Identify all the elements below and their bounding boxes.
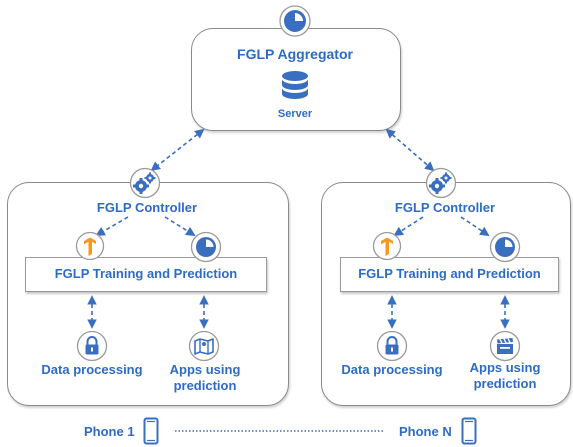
phone-n-box (321, 182, 571, 406)
link-controller-tensorflow-n (393, 216, 424, 237)
pie-chart-icon (190, 231, 222, 263)
tensorflow-icon (372, 231, 402, 261)
phone-n-data-processing-label: Data processing (341, 362, 443, 377)
phone-1-box (7, 182, 289, 406)
lock-icon (76, 330, 108, 362)
phone-1-apps-label-line2: prediction (173, 378, 237, 393)
smartphone-icon (461, 417, 477, 445)
phone-n-apps-label-line1: Apps using (469, 360, 541, 375)
smartphone-icon (143, 417, 159, 445)
phone-1-training-title: FGLP Training and Prediction (54, 266, 238, 281)
phone-1-controller-title: FGLP Controller (96, 200, 198, 215)
link-aggregator-phone-n (385, 128, 435, 172)
link-controller-piechart-1 (164, 216, 196, 237)
phone-n-label: Phone N (399, 424, 452, 439)
server-label: Server (277, 108, 313, 120)
phone-n-training-box (340, 257, 559, 292)
tensorflow-icon (75, 231, 105, 261)
pie-chart-icon (489, 231, 521, 263)
phone-1-training-box (25, 257, 267, 292)
phone-n-controller-title: FGLP Controller (394, 200, 496, 215)
phone-1-data-processing-label: Data processing (41, 362, 143, 377)
pie-chart-icon (279, 5, 311, 37)
gears-icon (129, 167, 161, 199)
gears-icon (425, 167, 457, 199)
phone-n-training-title: FGLP Training and Prediction (358, 266, 541, 281)
link-controller-piechart-n (460, 216, 490, 237)
phone-n-apps-label-line2: prediction (473, 376, 537, 391)
database-icon (282, 71, 308, 99)
link-controller-tensorflow-1 (95, 216, 129, 236)
clapperboard-icon (489, 330, 521, 362)
lock-icon (376, 330, 408, 362)
phone-1-label: Phone 1 (84, 424, 135, 439)
link-aggregator-phone-1 (150, 128, 205, 172)
phone-1-apps-label-line1: Apps using (169, 362, 241, 377)
map-icon (188, 330, 220, 362)
aggregator-title: FGLP Aggregator (237, 46, 353, 62)
